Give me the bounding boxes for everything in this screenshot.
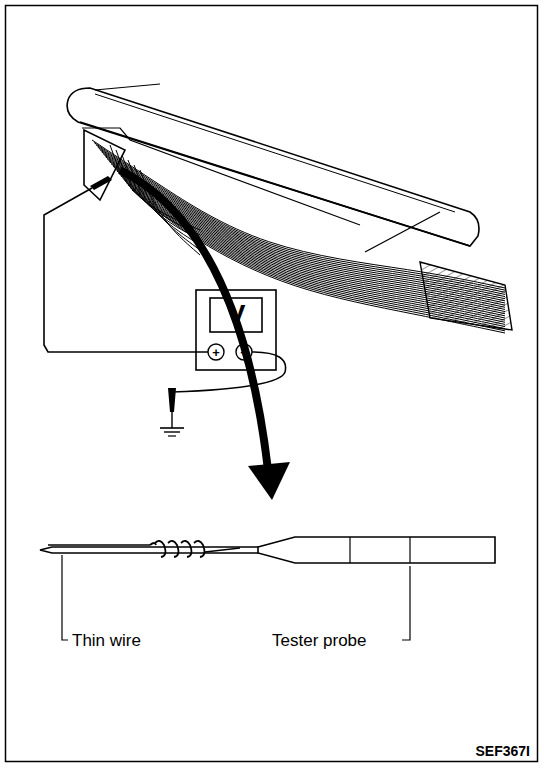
negative-lead <box>172 352 286 392</box>
probe-tip <box>90 176 112 190</box>
ground-symbol <box>160 427 184 429</box>
harness-tape <box>420 262 512 330</box>
coil-turn <box>168 541 178 557</box>
frame <box>6 6 538 762</box>
arrow-head <box>248 462 290 500</box>
thin-wire-end <box>205 548 240 552</box>
ground-symbol <box>164 431 180 432</box>
tester-probe-body <box>258 537 495 563</box>
terminal-sign: + <box>212 346 220 359</box>
coil-turn <box>155 541 165 557</box>
ground-wire <box>171 412 172 428</box>
probe-grip-line <box>349 537 350 563</box>
meter-display <box>210 298 262 332</box>
part-label: Tester probe <box>272 632 367 649</box>
part-label: Thin wire <box>72 632 141 649</box>
leader-line <box>95 84 160 90</box>
leader-line <box>402 566 410 640</box>
leader-line <box>62 555 68 640</box>
coil-turn <box>150 543 156 545</box>
positive-terminal <box>208 344 224 360</box>
zoom-arrow <box>120 170 268 470</box>
positive-lead <box>44 188 208 352</box>
coil-turn <box>194 541 204 557</box>
ground-probe <box>168 388 176 412</box>
thin-wire <box>48 544 150 546</box>
ground-symbol <box>168 435 176 436</box>
figure-code: SEF367I <box>476 744 530 758</box>
leader-line <box>365 212 440 252</box>
wire-coil <box>150 541 204 557</box>
probe-needle <box>40 547 260 553</box>
terminal-sign: − <box>240 346 248 359</box>
meter-unit: V <box>227 301 246 329</box>
coil-turn <box>181 541 191 557</box>
probe-grip-line <box>409 537 410 563</box>
